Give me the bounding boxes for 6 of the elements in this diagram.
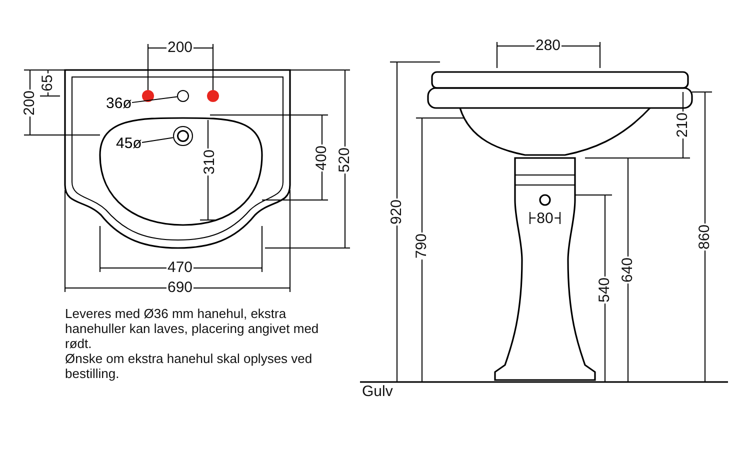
leader-line xyxy=(141,137,174,144)
leader-line xyxy=(131,96,178,104)
drain-hole xyxy=(173,126,193,146)
note-text: Leveres med Ø36 mm hanehul, ekstra hanehuller kan laves, placering angivet med rødt. xyxy=(65,306,320,351)
note-text: Ønske om ekstra hanehul skal oplyses ved bestilling. xyxy=(65,351,314,381)
tap-hole xyxy=(177,90,189,102)
